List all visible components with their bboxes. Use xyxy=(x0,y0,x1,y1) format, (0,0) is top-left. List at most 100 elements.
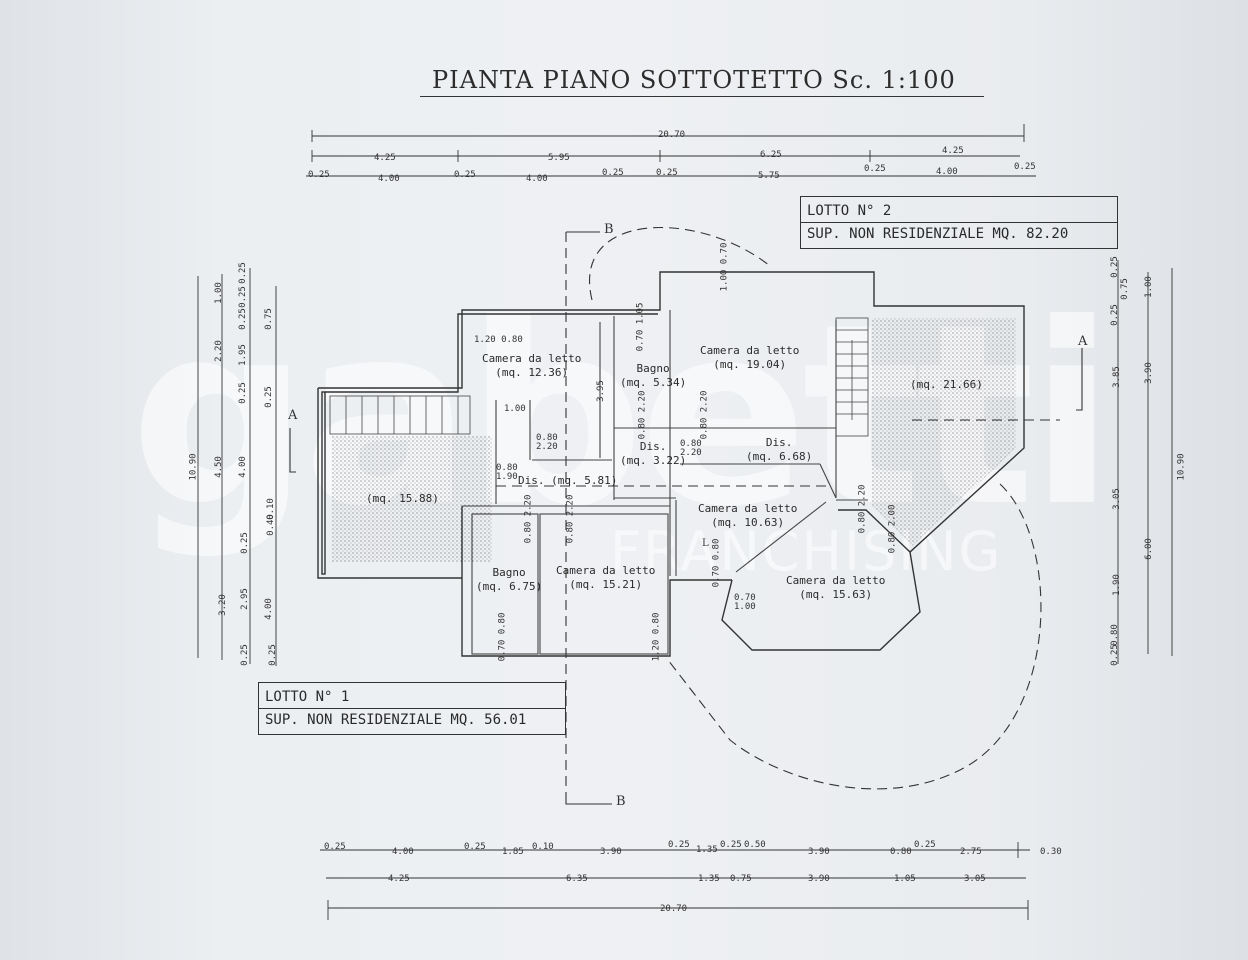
dim-top-total: 20.70 xyxy=(658,130,686,140)
dim-bot-r1-12: 0.25 xyxy=(914,840,936,850)
dim-bot-total: 20.70 xyxy=(660,904,688,914)
dim-left-c3-4: 4.00 xyxy=(237,456,248,478)
dim-left-c4-2: 0.25 xyxy=(263,386,274,408)
room-camera-5: Camera da letto (mq. 15.63) xyxy=(786,574,885,602)
section-markers xyxy=(289,231,1083,805)
lotto-2-area: SUP. NON RESIDENZIALE MQ. 82.20 xyxy=(801,222,1117,245)
room-area: (mq. 12.36) xyxy=(495,366,569,379)
dimension-lines-bottom xyxy=(320,842,1030,920)
room-area: (mq. 21.66) xyxy=(910,378,983,391)
dim-bot-r1-6: 0.25 xyxy=(668,840,690,850)
dim-bot-r1-4: 0.10 xyxy=(532,842,554,852)
opening-label: 1.00 0.70 xyxy=(719,242,730,292)
room-area: (mq. 6.68) xyxy=(746,450,813,463)
lotto-2-box: LOTTO N° 2 SUP. NON RESIDENZIALE MQ. 82.… xyxy=(800,196,1118,249)
dim-bot-r2-6: 3.05 xyxy=(964,874,986,884)
dim-right-c2-6: 0.25 xyxy=(1109,644,1120,666)
room-area: (mq. 15.21) xyxy=(569,578,643,591)
opening-label: 0.70 1.00 xyxy=(734,593,756,612)
dim-top-r2-0: 4.25 xyxy=(374,153,396,163)
dim-bot-r1-11: 0.80 xyxy=(890,847,912,857)
room-name: Camera da letto xyxy=(700,344,800,357)
section-label-a-left: A xyxy=(288,408,298,423)
opening-label: 1.20 0.80 xyxy=(474,335,523,345)
dim-right-c2-3: 3.85 xyxy=(1111,366,1122,388)
staircase-right xyxy=(835,317,869,437)
dim-top-r3-0: 0.25 xyxy=(308,170,330,180)
dim-left-c4-3: 0.40 xyxy=(265,514,276,536)
dim-bot-r1-8: 0.25 xyxy=(720,840,742,850)
dim-left-c2-0: 1.00 xyxy=(213,282,224,304)
dim-bot-r1-2: 0.25 xyxy=(464,842,486,852)
opening-label: 0.80 2.20 xyxy=(699,390,710,440)
room-name: Camera da letto xyxy=(556,564,656,577)
dim-top-r3-6: 5.75 xyxy=(758,171,780,181)
room-name: Dis. xyxy=(765,436,793,449)
opening-label: 0.80 2.20 xyxy=(680,439,702,458)
dim-left-c3-3: 0.25 xyxy=(237,382,248,404)
dim-bot-r2-4: 3.90 xyxy=(808,874,830,884)
room-area: (mq. 6.75) xyxy=(476,580,543,593)
room-name: Bagno xyxy=(492,566,526,579)
dim-bot-r1-10: 3.90 xyxy=(808,847,830,857)
dim-right-c2-7: 0.80 xyxy=(1109,624,1120,646)
dim-top-r3-4: 0.25 xyxy=(602,168,624,178)
room-camera-3: Camera da letto (mq. 10.63) xyxy=(698,502,797,530)
drawing-title: PIANTA PIANO SOTTOTETTO Sc. 1:100 xyxy=(420,66,984,97)
dimension-lines-top xyxy=(306,124,1036,177)
dim-left-c2-2: 4.50 xyxy=(213,456,224,478)
section-label-l: L xyxy=(702,538,709,549)
dim-left-c4-4: 4.00 xyxy=(263,598,274,620)
room-area: (mq. 19.04) xyxy=(713,358,787,371)
room-soffitta-right: (mq. 21.66) xyxy=(910,378,983,392)
dim-top-r2-1: 5.95 xyxy=(548,153,570,163)
hatched-attic-right xyxy=(872,318,1016,546)
room-area: (mq. 3.22) xyxy=(620,454,687,467)
room-soffitta-left: (mq. 15.88) xyxy=(366,492,439,506)
dim-top-r3-5: 0.25 xyxy=(656,168,678,178)
opening-label: 1.00 xyxy=(504,404,526,414)
room-name: Camera da letto xyxy=(786,574,886,587)
opening-label: 0.80 2.20 xyxy=(523,494,534,544)
dim-bot-r2-3: 0.75 xyxy=(730,874,752,884)
dim-top-r2-2: 6.25 xyxy=(760,150,782,160)
lotto-1-area: SUP. NON RESIDENZIALE MQ. 56.01 xyxy=(259,708,565,731)
room-dis-1: Dis. (mq. 5.81) xyxy=(518,474,617,488)
dim-bot-r2-1: 6.35 xyxy=(566,874,588,884)
dim-bot-r1-14: 0.30 xyxy=(1040,847,1062,857)
lotto-1-title: LOTTO N° 1 xyxy=(265,689,350,705)
dim-left-c3-8: 0.25 xyxy=(239,644,250,666)
dim-bot-r1-5: 3.90 xyxy=(600,847,622,857)
section-label-b-top: B xyxy=(604,222,614,237)
dim-right-c1-1: 3.90 xyxy=(1143,362,1154,384)
opening-label: 0.80 2.00 xyxy=(887,504,898,554)
room-camera-2: Camera da letto (mq. 19.04) xyxy=(700,344,799,372)
room-name: Dis. xyxy=(518,474,545,487)
opening-label: 0.70 0.80 xyxy=(711,538,722,588)
staircase-left xyxy=(329,395,471,435)
room-bagno-1: Bagno (mq. 5.34) xyxy=(620,362,686,390)
dim-left-c3-1: 0.25 xyxy=(237,308,248,330)
dim-left-c2-3: 3.20 xyxy=(217,594,228,616)
dim-right-total: 10.90 xyxy=(1176,453,1187,481)
dim-right-c2-1: 0.75 xyxy=(1119,278,1130,300)
room-camera-4: Camera da letto (mq. 15.21) xyxy=(556,564,655,592)
dim-left-c4-5: 0.25 xyxy=(267,644,278,666)
opening-label: 0.70 0.80 xyxy=(497,612,508,662)
lotto-1-box: LOTTO N° 1 SUP. NON RESIDENZIALE MQ. 56.… xyxy=(258,682,566,735)
section-label-b-bottom: B xyxy=(616,794,626,809)
room-dis-2: Dis. (mq. 3.22) xyxy=(620,440,686,468)
interior-walls xyxy=(462,310,868,655)
dim-right-c2-0: 0.25 xyxy=(1109,256,1120,278)
section-label-a-right: A xyxy=(1078,334,1088,349)
opening-label: 0.80 2.20 xyxy=(536,433,558,452)
dim-left-c3-6: 0.25 xyxy=(239,532,250,554)
dimension-lines-left xyxy=(197,268,277,666)
room-camera-1: Camera da letto (mq. 12.36) xyxy=(482,352,581,380)
room-area: (mq. 10.63) xyxy=(711,516,785,529)
room-name: Camera da letto xyxy=(698,502,798,515)
dim-top-r3-9: 0.25 xyxy=(1014,162,1036,172)
dim-right-c2-2: 0.25 xyxy=(1109,304,1120,326)
dim-top-r3-8: 4.00 xyxy=(936,167,958,177)
